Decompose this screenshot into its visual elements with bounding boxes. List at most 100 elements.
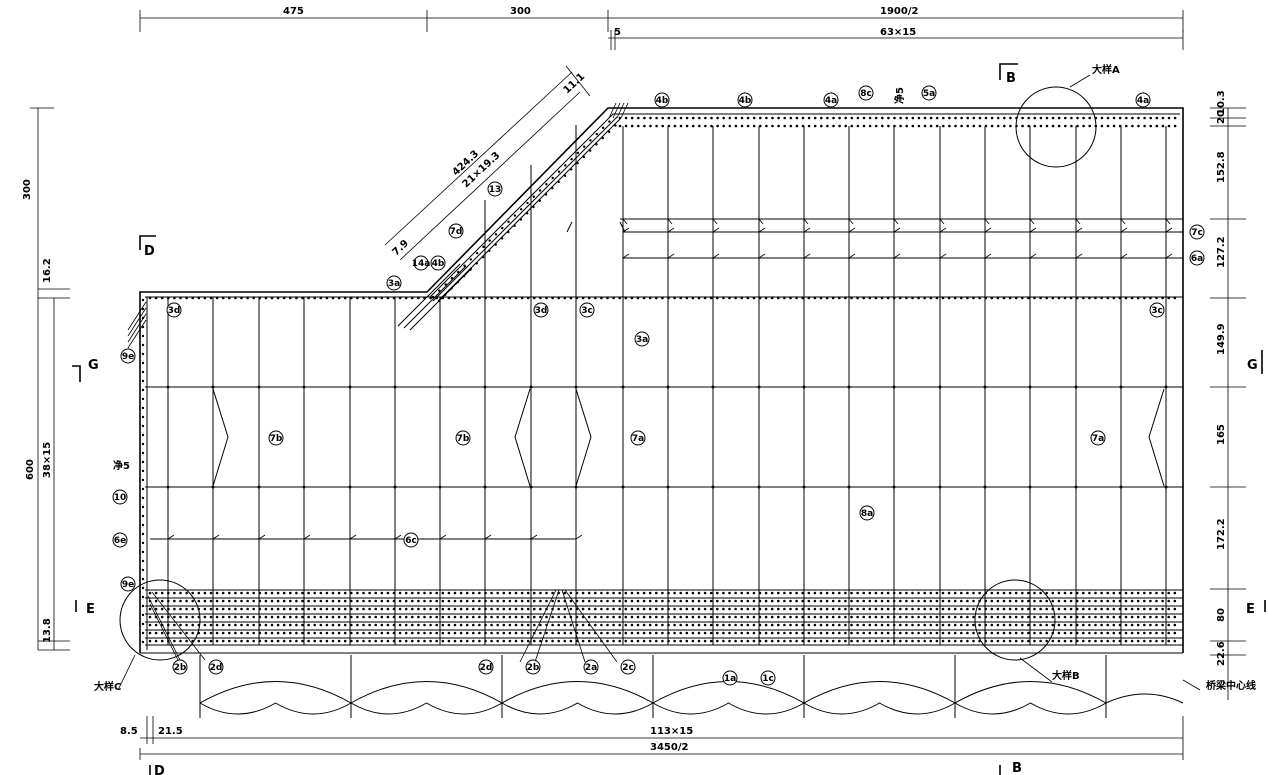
rebar-dot — [1045, 591, 1048, 595]
callout-4b: 4b — [654, 92, 670, 108]
rebar-dot — [1167, 591, 1170, 595]
rebar-dot — [679, 591, 682, 595]
rebar-dot — [923, 599, 926, 603]
rebar-dot — [154, 639, 158, 643]
rebar-dot — [813, 615, 817, 619]
rebar-dot — [990, 631, 994, 635]
rebar-dot — [801, 599, 804, 603]
rebar-dot — [453, 599, 457, 603]
dim-right-22.6: 22.6 — [1216, 641, 1227, 666]
rebar-dot — [1082, 631, 1085, 635]
rebar-dot — [374, 631, 378, 635]
rebar-dot — [557, 623, 560, 627]
rebar-dot — [984, 116, 988, 120]
rebar-dot — [1136, 591, 1140, 595]
rebar-dot — [563, 639, 567, 643]
tick — [1075, 253, 1083, 259]
rebar-dot — [856, 591, 859, 595]
callout-label: 7a — [632, 434, 644, 444]
rebar-dot — [557, 615, 560, 619]
rebar-dot — [429, 639, 432, 643]
rebar-dot — [637, 124, 640, 128]
rebar-dot — [757, 485, 761, 489]
rebar-dot — [838, 615, 841, 619]
rebar-dot — [905, 296, 908, 300]
rebar-dot — [1045, 623, 1048, 627]
rebar-dot — [691, 631, 695, 635]
rebar-dot — [911, 116, 915, 120]
rebar-dot — [465, 591, 469, 595]
rebar-dot — [435, 599, 439, 603]
rebar-dot — [600, 607, 603, 611]
rebar-dot — [947, 615, 951, 619]
rebar-dot — [209, 615, 213, 619]
rebar-dot — [167, 599, 170, 603]
rebar-dot — [758, 623, 762, 627]
rebar-dot — [1112, 599, 1116, 603]
rebar-dot — [642, 296, 646, 300]
rebar-dot — [667, 599, 670, 603]
rebar-dot — [594, 296, 597, 300]
callout-label: 1c — [762, 674, 774, 684]
rebar-dot — [990, 607, 994, 611]
rebar-dot — [648, 607, 652, 611]
rebar-dot — [1118, 124, 1122, 128]
rebar-dot — [301, 639, 304, 643]
rebar-dot — [1021, 631, 1024, 635]
rebar-dot — [167, 607, 170, 611]
dim-left-16.2: 16.2 — [42, 258, 53, 283]
rebar-dot — [173, 296, 176, 300]
rebar-dot — [545, 183, 548, 186]
rebar-dot — [917, 599, 920, 603]
rebar-dot — [661, 116, 664, 120]
rebar-dot — [612, 591, 615, 595]
rebar-dot — [539, 599, 542, 603]
rebar-dot — [154, 599, 158, 603]
rebar-dot — [472, 599, 475, 603]
rebar-dot — [1094, 631, 1097, 635]
rebar-dot — [1112, 607, 1116, 611]
rebar-dot — [576, 161, 579, 165]
rebar-dot — [905, 599, 908, 603]
rebar-dot — [191, 615, 194, 619]
rebar-dot — [350, 296, 353, 300]
rebar-dot — [453, 591, 457, 595]
rebar-dot — [1149, 615, 1152, 619]
rebar-dot — [953, 591, 957, 595]
rebar-dot — [508, 607, 512, 611]
rebar-dot — [661, 599, 664, 603]
rebar-dot — [740, 631, 743, 635]
rebar-dot — [331, 607, 335, 611]
rebar-dot — [203, 631, 207, 635]
rebar-dot — [655, 591, 658, 595]
rebar-dot — [148, 639, 152, 643]
tick — [1165, 253, 1173, 259]
rebar-dot — [380, 607, 384, 611]
tick — [1120, 227, 1128, 233]
rebar-dot — [697, 591, 701, 595]
rebar-dot — [469, 268, 472, 271]
rebar-dot — [624, 631, 628, 635]
rebar-dot — [984, 599, 987, 603]
rebar-dot — [215, 623, 219, 627]
rebar-dot — [1039, 124, 1043, 128]
tick — [622, 227, 630, 233]
rebar-dot — [173, 607, 176, 611]
rebar-dot — [789, 615, 792, 619]
rebar-dot — [459, 631, 463, 635]
rebar-dot — [453, 631, 457, 635]
rebar-dot — [514, 615, 518, 619]
rebar-dot — [185, 296, 188, 300]
rebar-dot — [697, 599, 701, 603]
rebar-dot — [282, 615, 286, 619]
rebar-dot — [1130, 623, 1134, 627]
rebar-dot — [264, 607, 268, 611]
rebar-dot — [942, 124, 945, 128]
rebar-dot — [1130, 599, 1134, 603]
rebar-dot — [1021, 116, 1024, 120]
rebar-dot — [832, 116, 835, 120]
rebar-dot — [1070, 124, 1073, 128]
rebar-dot — [459, 615, 463, 619]
rebar-dot — [185, 639, 188, 643]
